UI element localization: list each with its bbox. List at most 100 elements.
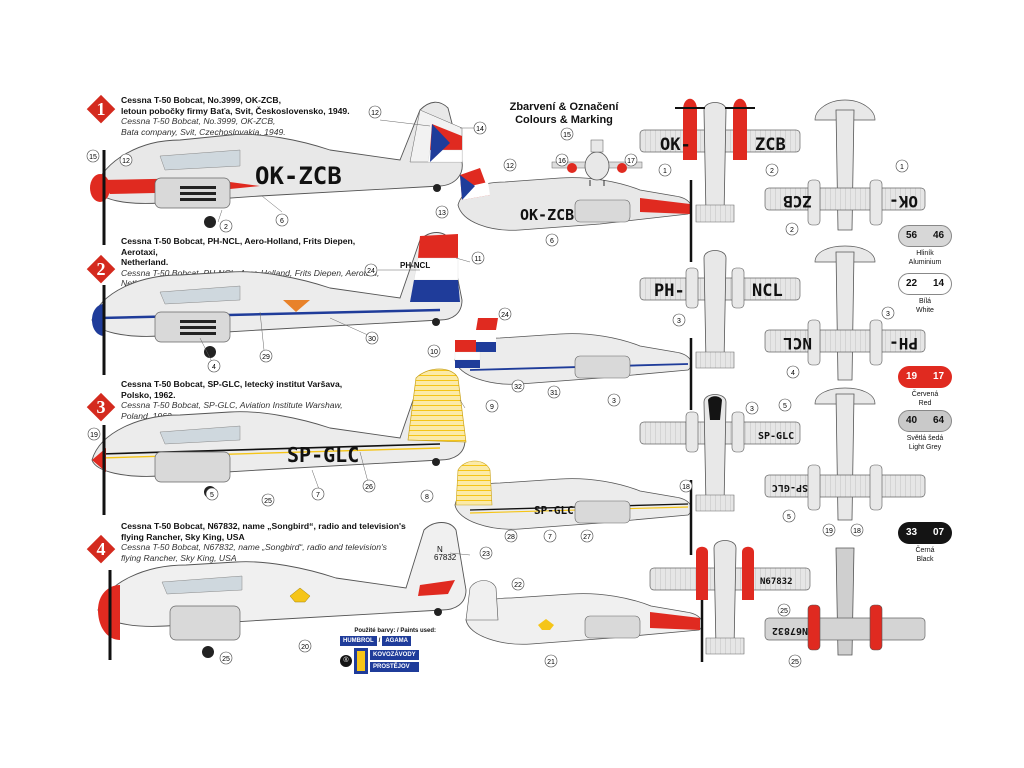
kovozavody-text: KOVOZÁVODY bbox=[370, 650, 419, 660]
paints-label: Použité barvy: / Paints used: bbox=[354, 628, 436, 634]
agama-code: 64 bbox=[932, 415, 945, 426]
scheme-caption: Cessna T-50 Bobcat, SP-GLC, letecký inst… bbox=[121, 379, 381, 421]
svg-text:25: 25 bbox=[791, 659, 799, 666]
svg-text:2: 2 bbox=[224, 224, 228, 231]
registered-mark-icon: ® bbox=[340, 655, 352, 667]
svg-text:25: 25 bbox=[222, 656, 230, 663]
aircraft-3-side-small: SP-GLC bbox=[454, 460, 693, 555]
callout-marker: 1 bbox=[658, 163, 672, 177]
registration-wing: NCL bbox=[783, 334, 812, 353]
color-swatch: 22 14 bbox=[898, 273, 952, 295]
svg-text:29: 29 bbox=[262, 354, 270, 361]
paints-used: Použité barvy: / Paints used: HUMBROL / … bbox=[340, 627, 436, 674]
callout-marker: 9 bbox=[485, 399, 499, 413]
svg-text:25: 25 bbox=[780, 608, 788, 615]
aircraft-1-bottom-view: ZCB OK- bbox=[764, 99, 926, 231]
svg-text:19: 19 bbox=[90, 432, 98, 439]
svg-text:18: 18 bbox=[682, 484, 690, 491]
callout-marker: 12 bbox=[503, 158, 517, 172]
svg-text:11: 11 bbox=[474, 256, 481, 263]
registration-wing: N67832 bbox=[760, 577, 793, 587]
svg-text:19: 19 bbox=[825, 528, 833, 535]
svg-text:1: 1 bbox=[663, 168, 667, 175]
caption-en-line: Cessna T-50 Bobcat, SP-GLC, Aviation Ins… bbox=[121, 400, 343, 411]
caption-cz-line: letoun pobočky firmy Baťa, Svit, Českosl… bbox=[121, 105, 350, 116]
callout-marker: 28 bbox=[504, 529, 518, 543]
humbrol-code: 19 bbox=[905, 371, 918, 382]
svg-text:7: 7 bbox=[316, 492, 320, 499]
callout-marker: 24 bbox=[498, 307, 512, 321]
humbrol-code: 33 bbox=[905, 527, 918, 538]
scheme-number-badge: 1 bbox=[86, 94, 116, 124]
svg-text:20: 20 bbox=[301, 644, 309, 651]
svg-text:27: 27 bbox=[583, 534, 591, 541]
agama-code: 46 bbox=[932, 230, 945, 241]
kovozavody-logo-icon bbox=[354, 648, 368, 674]
svg-text:15: 15 bbox=[89, 154, 97, 161]
scheme-caption: Cessna T-50 Bobcat, N67832, name „Songbi… bbox=[121, 521, 441, 563]
humbrol-logo: HUMBROL bbox=[340, 636, 377, 646]
callout-marker: 13 bbox=[435, 205, 449, 219]
scheme-number-badge: 3 bbox=[86, 392, 116, 422]
leader-lines bbox=[199, 119, 474, 556]
callout-marker: 25 bbox=[777, 603, 791, 617]
callout-marker: 5 bbox=[782, 509, 796, 523]
aircraft-4-side-small bbox=[465, 580, 704, 662]
aircraft-2-top-view: PH- NCL bbox=[639, 250, 801, 369]
svg-text:3: 3 bbox=[612, 398, 616, 405]
callout-marker: 3 bbox=[672, 313, 686, 327]
svg-text:1: 1 bbox=[900, 164, 904, 171]
callout-marker: 3 bbox=[607, 393, 621, 407]
callout-marker: 16 bbox=[555, 153, 569, 167]
caption-cz-line: Netherland. bbox=[121, 257, 169, 268]
registration: SP-GLC bbox=[534, 504, 574, 517]
callout-marker: 26 bbox=[362, 479, 376, 493]
scheme-number: 2 bbox=[97, 259, 106, 279]
callout-marker: 15 bbox=[86, 149, 100, 163]
aircraft-1-side-small: OK-ZCB bbox=[457, 168, 693, 262]
color-swatch: 33 07 bbox=[898, 522, 952, 544]
caption-cz-line: flying Rancher, Sky King, USA bbox=[121, 531, 245, 542]
callout-marker: 8 bbox=[420, 489, 434, 503]
caption-en-line: Cessna T-50 Bobcat, No.3999, OK-ZCB, bbox=[121, 116, 276, 127]
aircraft-3-bottom-view: SP-GLC bbox=[764, 387, 926, 521]
scheme-number: 1 bbox=[97, 99, 106, 119]
callout-marker: 32 bbox=[511, 379, 525, 393]
scheme-number: 3 bbox=[97, 397, 106, 417]
callout-marker: 2 bbox=[765, 163, 779, 177]
caption-cz-line: Cessna T-50 Bobcat, No.3999, OK-ZCB, bbox=[121, 95, 281, 105]
svg-text:16: 16 bbox=[558, 158, 566, 165]
callout-marker: 4 bbox=[786, 365, 800, 379]
svg-text:3: 3 bbox=[750, 406, 754, 413]
humbrol-code: 56 bbox=[905, 230, 918, 241]
registration-wing: SP-GLC bbox=[772, 482, 808, 493]
svg-text:5: 5 bbox=[210, 492, 214, 499]
callout-marker: 25 bbox=[788, 654, 802, 668]
registration-tail: PH-NCL bbox=[400, 261, 430, 270]
registration-wing: PH- bbox=[654, 281, 685, 301]
svg-text:2: 2 bbox=[770, 168, 774, 175]
callout-marker: 7 bbox=[543, 529, 557, 543]
svg-text:32: 32 bbox=[514, 384, 522, 391]
registration-wing: OK- bbox=[889, 192, 918, 211]
svg-text:25: 25 bbox=[264, 498, 272, 505]
registration-wing: OK- bbox=[660, 135, 691, 155]
svg-text:21: 21 bbox=[547, 659, 555, 666]
agama-code: 14 bbox=[932, 278, 945, 289]
callout-marker: 25 bbox=[261, 493, 275, 507]
callout-marker: 3 bbox=[745, 401, 759, 415]
heading-en: Colours & Marking bbox=[515, 114, 613, 126]
aircraft-2-side: PH-NCL bbox=[91, 232, 463, 375]
svg-text:22: 22 bbox=[514, 582, 522, 589]
color-swatch: 40 64 bbox=[898, 410, 952, 432]
svg-text:12: 12 bbox=[371, 110, 379, 117]
callout-marker: 3 bbox=[881, 306, 895, 320]
callout-marker: 11 bbox=[471, 251, 485, 265]
callout-marker: 6 bbox=[275, 213, 289, 227]
svg-text:18: 18 bbox=[853, 528, 861, 535]
